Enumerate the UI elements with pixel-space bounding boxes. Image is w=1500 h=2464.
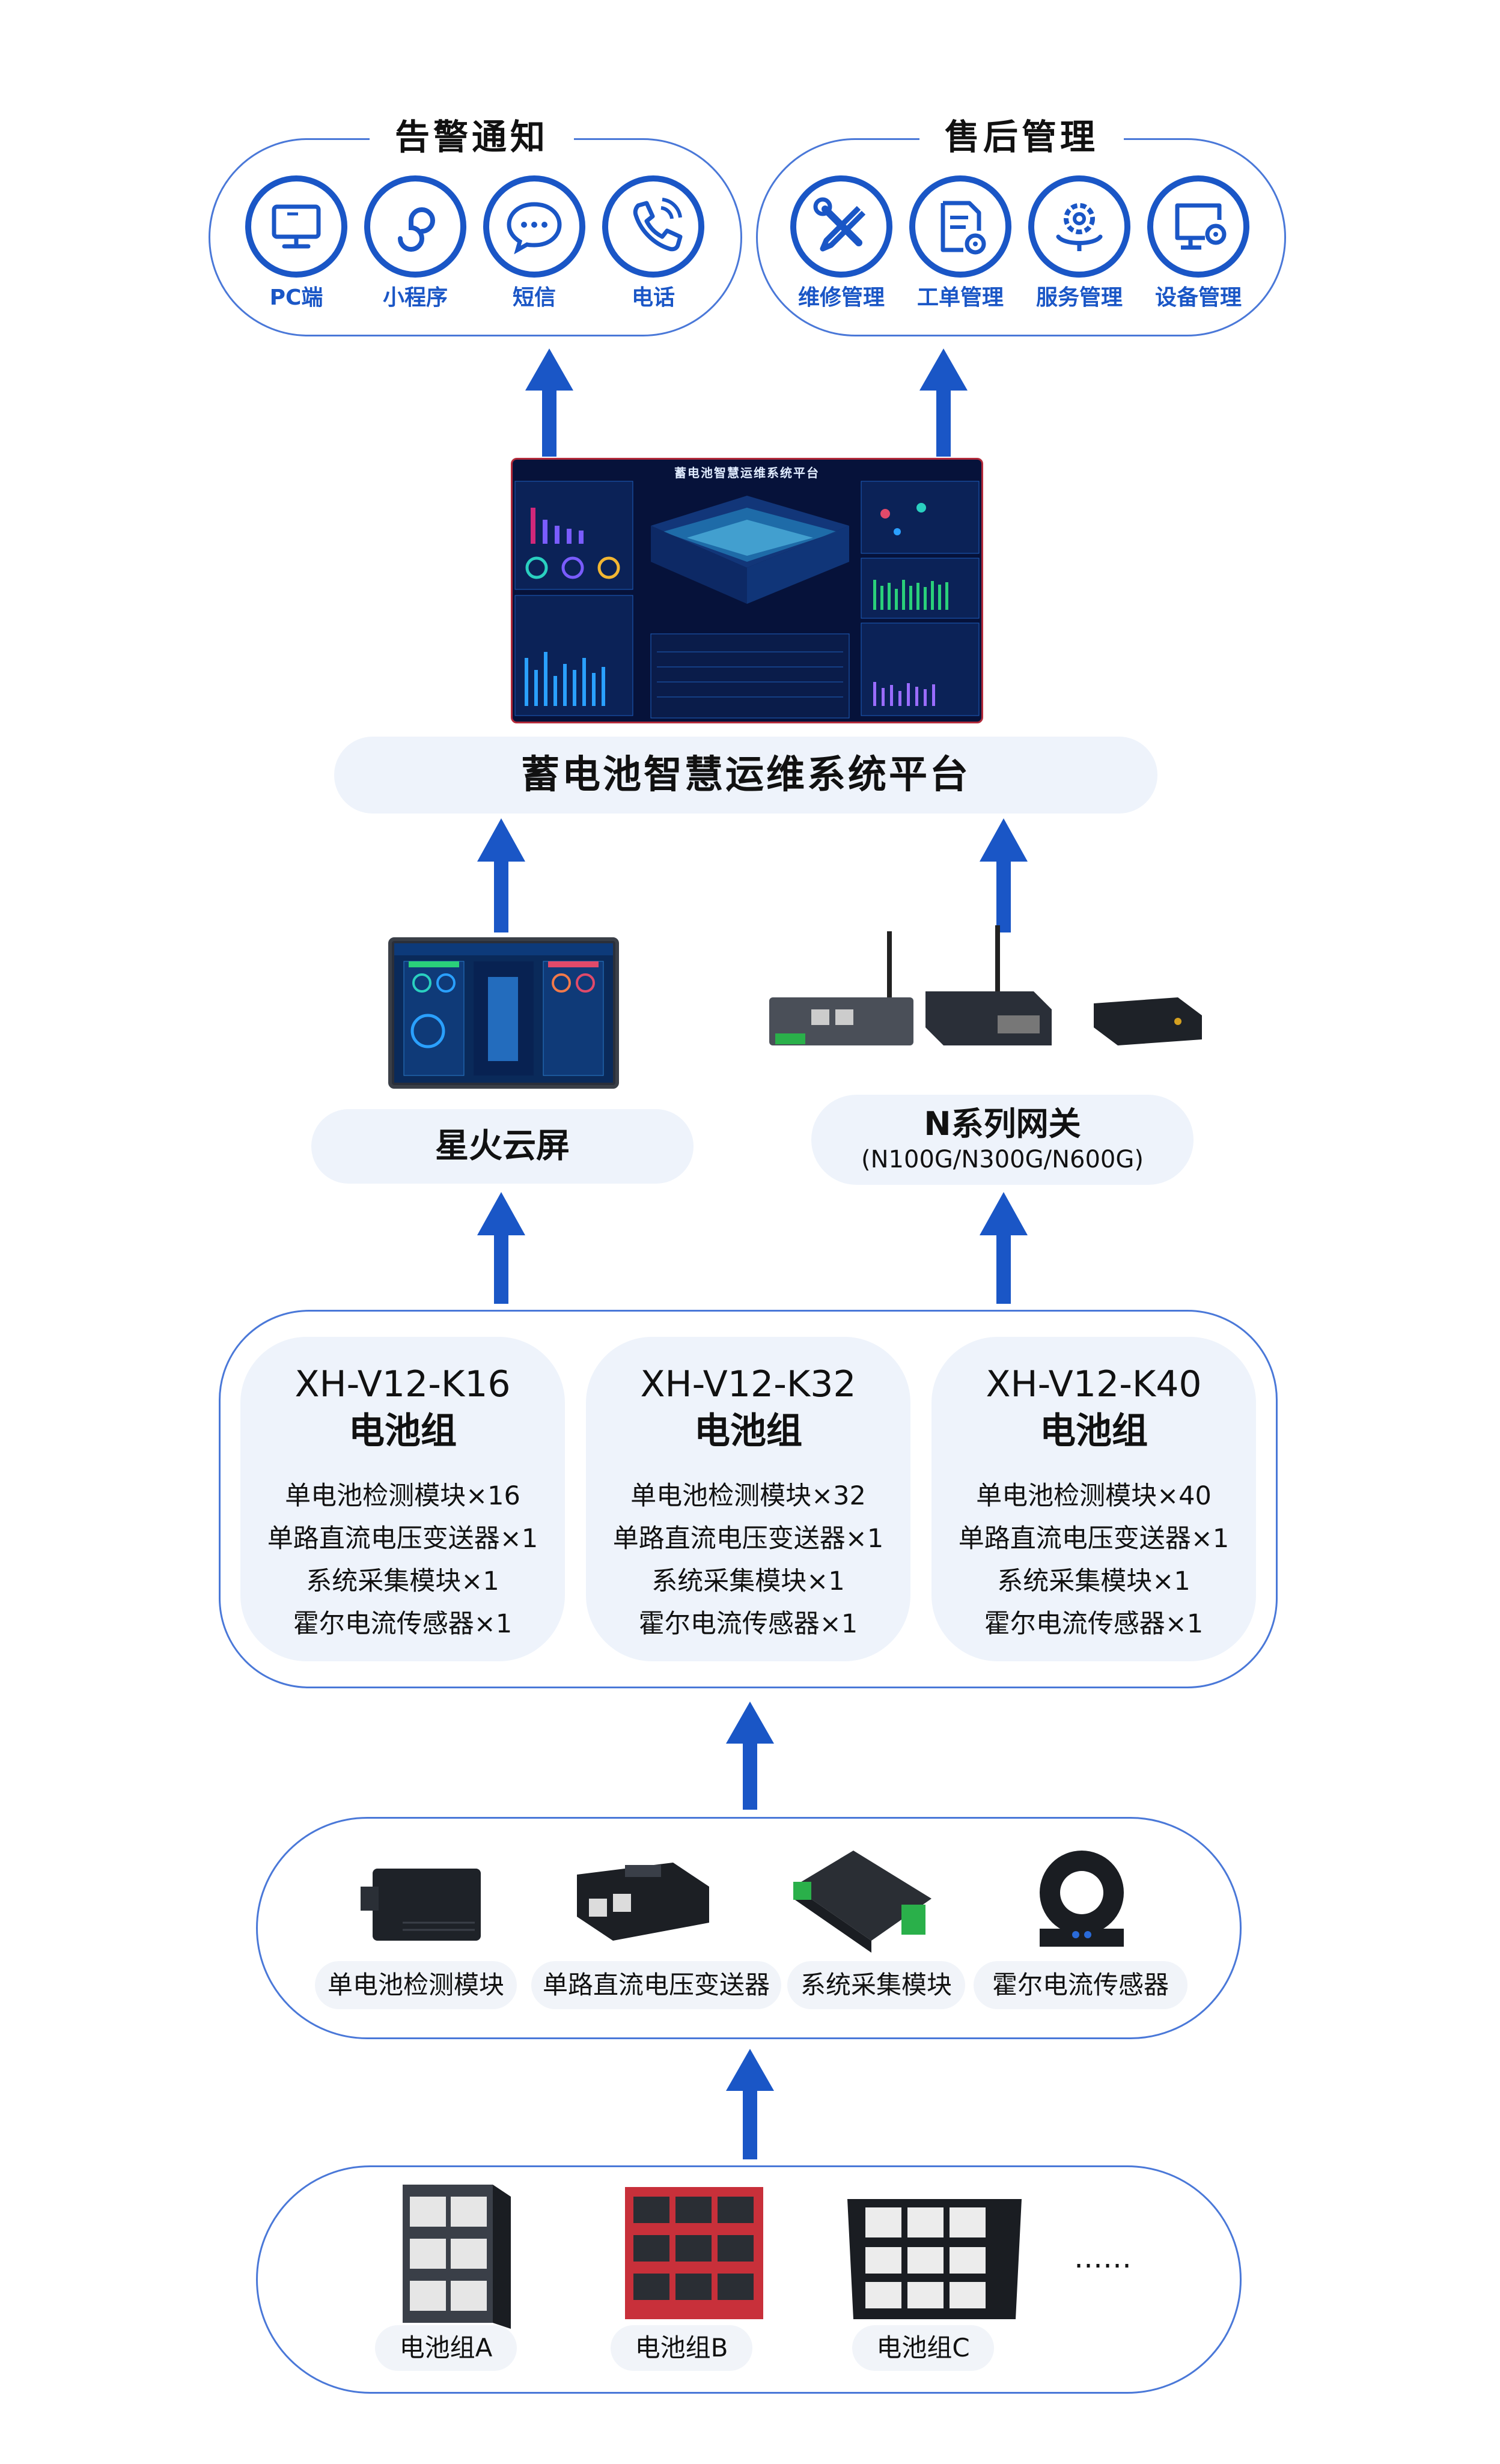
gateway-devices xyxy=(769,919,1202,1069)
group-model: XH-V12-K16 xyxy=(294,1363,511,1405)
monitor-icon xyxy=(245,175,347,278)
battery-label: 电池组C xyxy=(852,2325,994,2371)
aftersales-label-repair: 维修管理 xyxy=(797,285,885,310)
group-item: 霍尔电流传感器×1 xyxy=(293,1609,513,1639)
platform-label: 蓄电池智慧运维系统平台 xyxy=(334,737,1157,814)
group-item: 系统采集模块×1 xyxy=(997,1566,1191,1596)
aftersales-label-service: 服务管理 xyxy=(1035,285,1123,310)
arrow-groups-to-gateway xyxy=(968,1192,1040,1304)
group-name: 电池组 xyxy=(1040,1410,1148,1452)
group-model: XH-V12-K32 xyxy=(640,1363,856,1405)
group-name: 电池组 xyxy=(694,1410,802,1452)
group-model: XH-V12-K40 xyxy=(986,1363,1202,1405)
cloud-screen-label: 星火云屏 xyxy=(311,1109,694,1184)
chat-bubble-icon xyxy=(483,175,585,278)
wrench-screwdriver-icon xyxy=(790,175,892,278)
battery-rack-a-image xyxy=(391,2179,511,2329)
document-gear-icon xyxy=(909,175,1011,278)
group-item: 单电池检测模块×32 xyxy=(630,1481,866,1511)
hall-current-sensor-image xyxy=(1022,1839,1142,1959)
group-item: 霍尔电流传感器×1 xyxy=(984,1609,1204,1639)
group-item: 单电池检测模块×40 xyxy=(976,1481,1212,1511)
battery-group-card: XH-V12-K32 电池组 单电池检测模块×32 单路直流电压变送器×1 系统… xyxy=(586,1337,910,1661)
arrow-cloudscreen-to-platform xyxy=(465,818,537,932)
battery-label: 电池组A xyxy=(375,2325,517,2371)
aftersales-title: 售后管理 xyxy=(919,113,1124,161)
battery-label: 电池组B xyxy=(611,2325,752,2371)
device-label: 单电池检测模块 xyxy=(315,1961,517,2009)
group-item: 单路直流电压变送器×1 xyxy=(612,1524,884,1554)
device-label: 系统采集模块 xyxy=(787,1961,965,2009)
single-cell-monitor-image xyxy=(361,1857,487,1953)
computer-gear-icon xyxy=(1147,175,1249,278)
more-ellipsis: …… xyxy=(1074,2241,1132,2275)
group-item: 系统采集模块×1 xyxy=(651,1566,845,1596)
gateway-label-box: N系列网关 (N100G/N300G/N600G) xyxy=(811,1095,1194,1185)
arrow-devices-to-groups xyxy=(714,1702,786,1810)
cloud-screen-device xyxy=(388,937,619,1089)
device-label: 单路直流电压变送器 xyxy=(531,1961,781,2009)
dashboard-title: 蓄电池智慧运维系统平台 xyxy=(674,466,820,480)
battery-rack-b-image xyxy=(619,2175,769,2325)
arrow-batteries-to-devices xyxy=(714,2049,786,2159)
battery-rack-c-image xyxy=(847,2187,1022,2325)
arrow-platform-to-aftersales xyxy=(907,348,980,457)
device-label: 霍尔电流传感器 xyxy=(974,1961,1188,2009)
alarm-title: 告警通知 xyxy=(370,113,574,161)
arrow-gateway-to-platform xyxy=(968,818,1040,932)
battery-group-card: XH-V12-K16 电池组 单电池检测模块×16 单路直流电压变送器×1 系统… xyxy=(240,1337,565,1661)
battery-group-card: XH-V12-K40 电池组 单电池检测模块×40 单路直流电压变送器×1 系统… xyxy=(931,1337,1256,1661)
group-item: 系统采集模块×1 xyxy=(306,1566,499,1596)
dashboard-graphics xyxy=(514,481,980,719)
phone-icon xyxy=(602,175,704,278)
system-acquisition-module-image xyxy=(787,1839,938,1959)
mini-program-icon xyxy=(364,175,466,278)
dc-voltage-transmitter-image xyxy=(565,1851,715,1953)
group-item: 单电池检测模块×16 xyxy=(285,1481,520,1511)
alarm-label-sms: 短信 xyxy=(512,285,556,310)
gateway-sublabel: (N100G/N300G/N600G) xyxy=(861,1146,1144,1173)
group-item: 单路直流电压变送器×1 xyxy=(958,1524,1230,1554)
cloud-screen-ui xyxy=(394,943,613,1083)
arrow-platform-to-alarm xyxy=(513,348,585,457)
aftersales-label-workorder: 工单管理 xyxy=(916,285,1004,310)
alarm-label-phone: 电话 xyxy=(631,285,675,310)
service-gear-icon xyxy=(1028,175,1130,278)
group-name: 电池组 xyxy=(349,1410,457,1452)
alarm-label-miniprogram: 小程序 xyxy=(382,285,448,310)
alarm-label-pc: PC端 xyxy=(269,285,323,310)
arrow-groups-to-cloudscreen xyxy=(465,1192,537,1304)
group-item: 单路直流电压变送器×1 xyxy=(267,1524,538,1554)
group-item: 霍尔电流传感器×1 xyxy=(638,1609,858,1639)
aftersales-label-device: 设备管理 xyxy=(1154,285,1242,310)
platform-dashboard-screenshot: 蓄电池智慧运维系统平台 xyxy=(511,458,983,723)
gateway-label: N系列网关 xyxy=(924,1105,1081,1143)
